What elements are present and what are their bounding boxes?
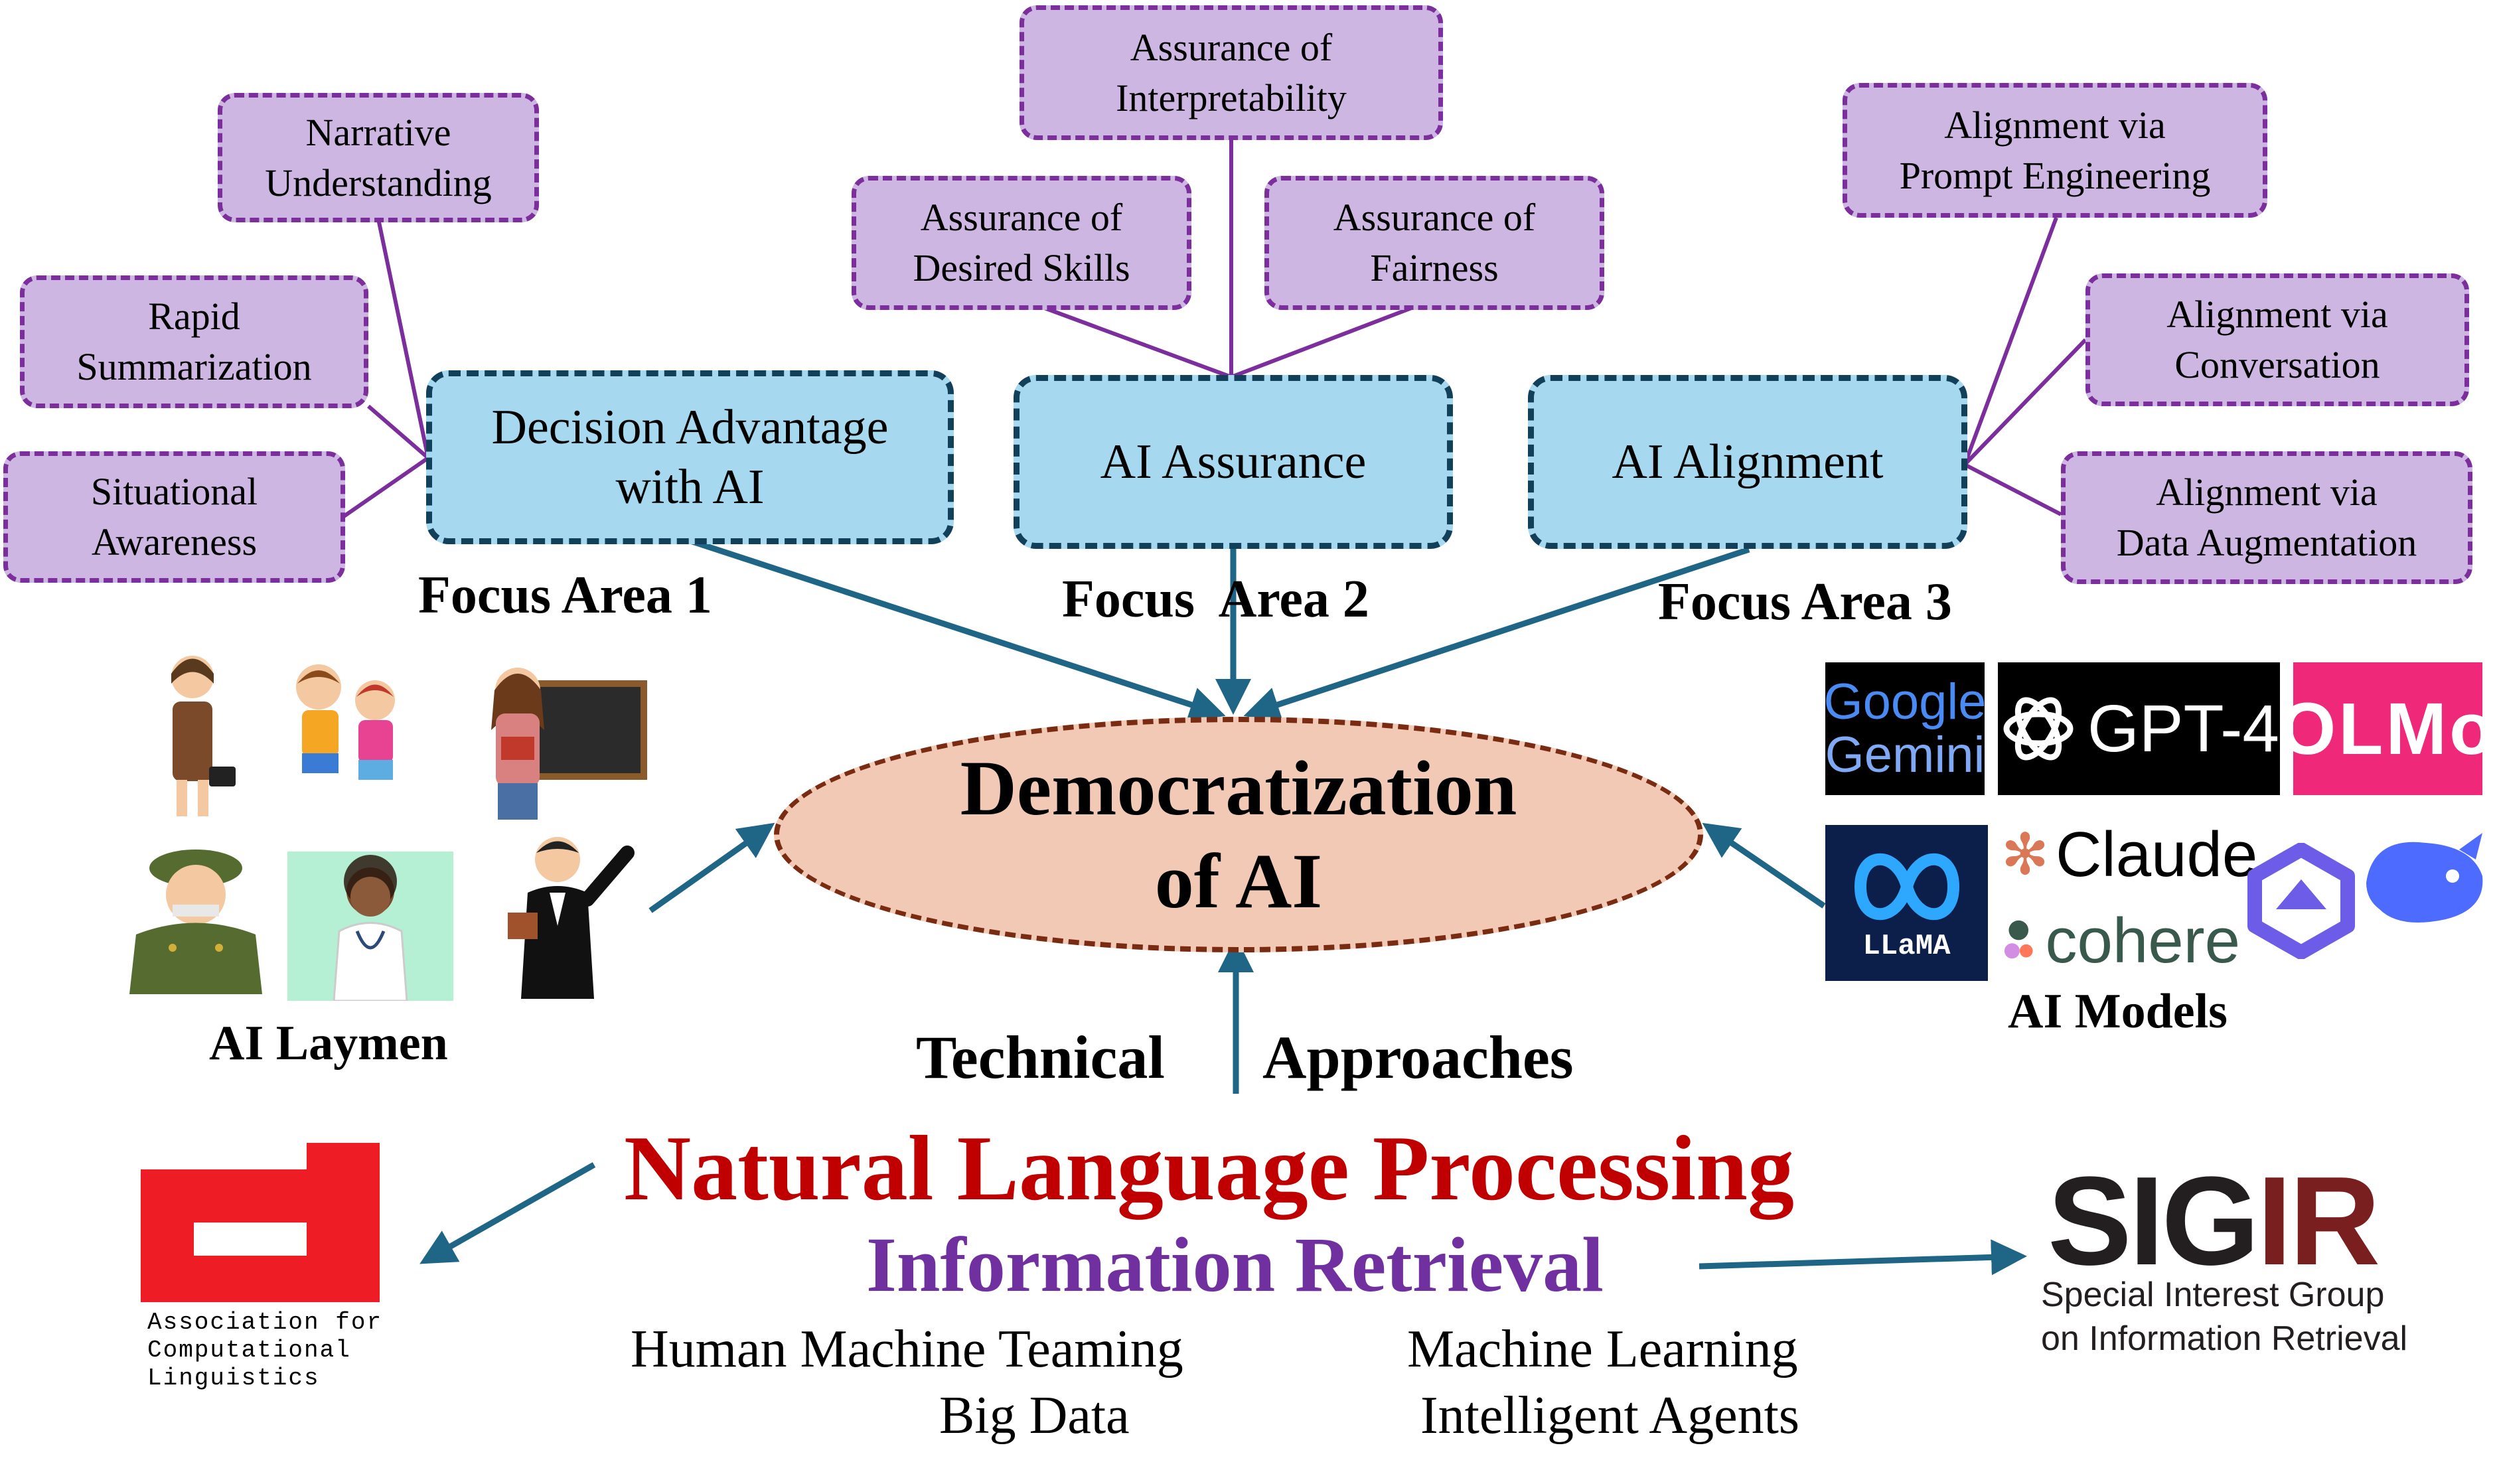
qwen-icon [2247, 843, 2355, 959]
topic-intelligent-agents: Intelligent Agents [1420, 1386, 1800, 1445]
topic-human-machine-teaming: Human Machine Teaming [631, 1320, 1183, 1378]
arrow-laymen-to-center [648, 822, 775, 913]
ai-models-label: AI Models [2008, 984, 2228, 1039]
ir-title: Information Retrieval [866, 1221, 1604, 1308]
subtopic-alignment-prompt-engineering: Alignment via Prompt Engineering [1843, 83, 2267, 218]
olmo-logo: OLMo [2279, 662, 2494, 795]
connector-prompt [1963, 216, 2058, 466]
soldier-icon [129, 850, 262, 994]
gemini-logo-gemini: Gemini [1825, 727, 1985, 783]
focus-area-2-label: Focus Area 2 [1062, 570, 1369, 629]
llama-logo: LLaMA [1825, 825, 1988, 981]
teacher-icon [491, 668, 647, 820]
focus-box-decision-advantage: Decision Advantage with AI [426, 370, 954, 544]
gemini-logo: Google Gemini [1823, 662, 1987, 795]
connector-situational [342, 456, 429, 518]
lawyer-icon [508, 837, 635, 999]
arrow-models-to-center [1702, 822, 1826, 909]
arrow-to-acl [419, 1162, 596, 1264]
nlp-title: Natural Language Processing [624, 1117, 1794, 1220]
doctor-icon [287, 852, 453, 1001]
focus-area-1-label: Focus Area 1 [418, 566, 712, 625]
connector-narrative [376, 218, 430, 459]
children-icon [296, 664, 395, 780]
democratization-of-ai: Democratization of AI [774, 717, 1703, 952]
cohere-icon [2004, 920, 2033, 959]
llama-logo-text: LLaMA [1862, 929, 1951, 963]
subtopic-assurance-interpretability: Assurance of Interpretability [1020, 5, 1443, 140]
sigir-logo-ir: IR [2257, 1151, 2380, 1292]
arrow-to-sigir [1699, 1239, 2027, 1276]
topic-big-data: Big Data [939, 1386, 1130, 1445]
connector-conversation [1963, 338, 2087, 467]
gemini-logo-google: Google [1823, 674, 1987, 730]
subtopic-alignment-data-augmentation: Alignment via Data Augmentation [2061, 451, 2472, 584]
ai-laymen-label: AI Laymen [209, 1016, 448, 1071]
sigir-logo: SIGIR [2048, 1158, 2380, 1284]
claude-logo-text: Claude [2056, 819, 2258, 890]
gpt4-logo-text: GPT-4 [2087, 691, 2279, 766]
connector-fairness [1230, 298, 1434, 379]
focus-box-ai-assurance: AI Assurance [1014, 375, 1453, 549]
subtopic-assurance-desired-skills: Assurance of Desired Skills [852, 176, 1191, 310]
sigir-logo-text: Special Interest Group on Information Re… [2041, 1276, 2408, 1358]
subtopic-alignment-conversation: Alignment via Conversation [2085, 273, 2469, 406]
connector-summarization [367, 404, 429, 460]
cohere-logo-text: cohere [2045, 905, 2240, 976]
claude-logo: ✻ Claude [2001, 815, 2257, 895]
approaches-label: Approaches [1262, 1023, 1574, 1091]
arrow-focus1-to-center [689, 538, 1226, 722]
olmo-logo-text: OLMo [2279, 688, 2497, 770]
subtopic-rapid-summarization: Rapid Summarization [20, 275, 368, 408]
technical-label: Technical [916, 1023, 1165, 1091]
subtopic-narrative-understanding: Narrative Understanding [218, 93, 539, 222]
focus-box-ai-alignment: AI Alignment [1528, 375, 1967, 549]
deepseek-whale-icon [2366, 833, 2483, 923]
arrow-focus3-to-center [1243, 546, 1750, 722]
connector-augmentation [1963, 463, 2062, 516]
subtopic-situational-awareness: Situational Awareness [3, 451, 345, 583]
acl-logo [141, 1143, 380, 1302]
meta-infinity-icon [1854, 853, 1959, 920]
subtopic-assurance-fairness: Assurance of Fairness [1264, 176, 1604, 310]
gpt4-logo: GPT-4 [1998, 662, 2280, 795]
acl-logo-text: Association for Computational Linguistic… [147, 1309, 383, 1392]
sigir-logo-sig: SIG [2048, 1151, 2259, 1292]
businesswoman-icon [171, 656, 236, 816]
focus-area-3-label: Focus Area 3 [1658, 573, 1952, 631]
openai-icon [2003, 697, 2074, 761]
cohere-logo: cohere [2001, 901, 2240, 981]
claude-star-icon: ✻ [2001, 823, 2050, 887]
connector-skills [1022, 298, 1233, 379]
topic-machine-learning: Machine Learning [1407, 1320, 1798, 1378]
